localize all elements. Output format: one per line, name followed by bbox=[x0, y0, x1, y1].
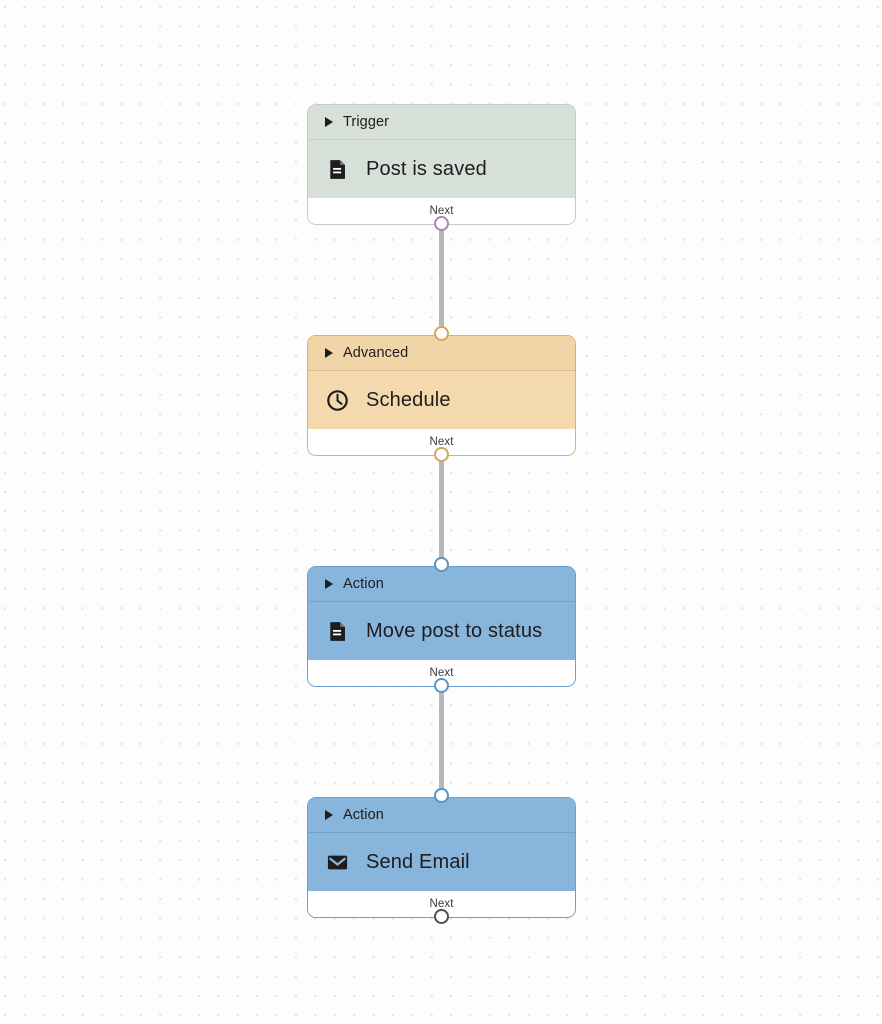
document-icon bbox=[330, 621, 345, 641]
envelope-icon bbox=[327, 855, 348, 869]
node-category-label: Action bbox=[343, 807, 384, 823]
port-out-trigger[interactable] bbox=[434, 216, 449, 231]
edge-advanced-to-action-1[interactable] bbox=[439, 453, 444, 565]
node-title-label: Post is saved bbox=[366, 157, 487, 180]
node-body-action[interactable]: Move post to status bbox=[308, 602, 575, 660]
node-body-advanced[interactable]: Schedule bbox=[308, 371, 575, 429]
port-in-action-send-email[interactable] bbox=[434, 788, 449, 803]
port-in-action-move-post[interactable] bbox=[434, 557, 449, 572]
node-header-trigger[interactable]: Trigger bbox=[308, 105, 575, 140]
port-out-action-move-post[interactable] bbox=[434, 678, 449, 693]
node-category-label: Advanced bbox=[343, 345, 409, 361]
port-out-action-send-email[interactable] bbox=[434, 909, 449, 924]
node-title-label: Send Email bbox=[366, 850, 470, 873]
node-title-label: Schedule bbox=[366, 388, 451, 411]
workflow-node-trigger-post-is-saved[interactable]: Trigger Post is saved Next bbox=[307, 104, 576, 225]
node-body-action[interactable]: Send Email bbox=[308, 833, 575, 891]
node-header-action[interactable]: Action bbox=[308, 567, 575, 602]
workflow-node-action-move-post-to-status[interactable]: Action Move post to status Next bbox=[307, 566, 576, 687]
workflow-node-action-send-email[interactable]: Action Send Email Next bbox=[307, 797, 576, 918]
caret-right-icon[interactable] bbox=[325, 810, 333, 820]
node-header-advanced[interactable]: Advanced bbox=[308, 336, 575, 371]
node-title-label: Move post to status bbox=[366, 619, 543, 642]
node-header-action[interactable]: Action bbox=[308, 798, 575, 833]
clock-icon bbox=[327, 389, 348, 411]
caret-right-icon[interactable] bbox=[325, 117, 333, 127]
caret-right-icon[interactable] bbox=[325, 579, 333, 589]
node-category-label: Trigger bbox=[343, 114, 390, 130]
document-icon bbox=[330, 159, 345, 179]
port-out-advanced[interactable] bbox=[434, 447, 449, 462]
workflow-node-advanced-schedule[interactable]: Advanced Schedule Next bbox=[307, 335, 576, 456]
edge-action-1-to-action-2[interactable] bbox=[439, 684, 444, 796]
edge-trigger-to-advanced[interactable] bbox=[439, 222, 444, 334]
caret-right-icon[interactable] bbox=[325, 348, 333, 358]
node-body-trigger[interactable]: Post is saved bbox=[308, 140, 575, 198]
node-category-label: Action bbox=[343, 576, 384, 592]
port-in-advanced[interactable] bbox=[434, 326, 449, 341]
